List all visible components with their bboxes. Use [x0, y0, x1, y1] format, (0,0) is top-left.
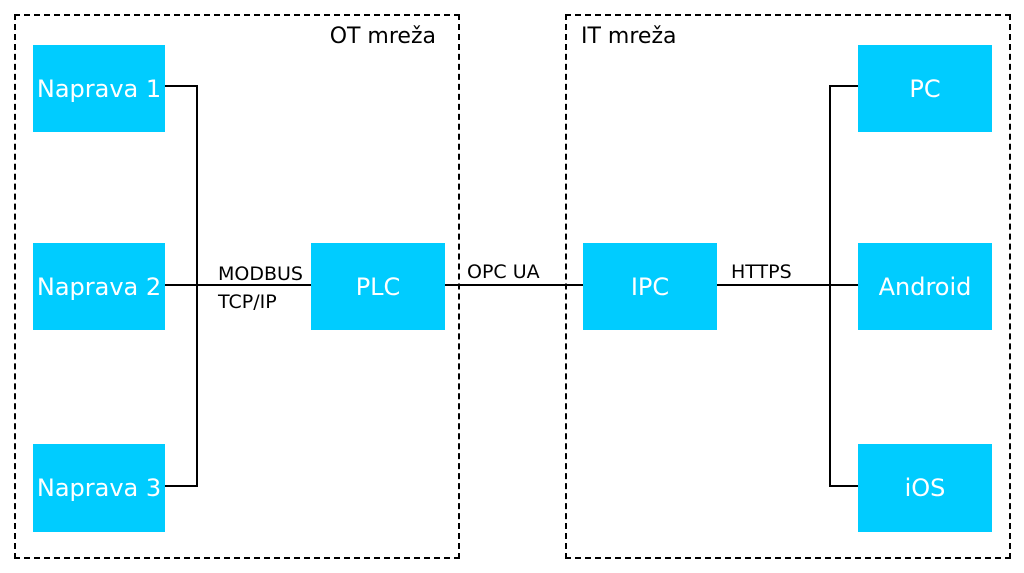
plc-node: PLC — [311, 243, 445, 330]
android-node: Android — [858, 243, 992, 330]
device-node-naprava-2: Naprava 2 — [33, 243, 165, 330]
ot-network-zone: OT mreža — [14, 14, 460, 559]
tcp-ip-label: TCP/IP — [218, 291, 277, 313]
wire-it-bus-vertical — [829, 85, 831, 487]
wire-ipc-bus — [717, 284, 858, 286]
wire-naprava-2 — [165, 284, 311, 286]
device-node-naprava-1: Naprava 1 — [33, 45, 165, 132]
it-network-zone: IT mreža — [565, 14, 1011, 559]
https-label: HTTPS — [731, 261, 792, 283]
pc-node: PC — [858, 45, 992, 132]
wire-ot-bus-vertical — [196, 85, 198, 487]
device-node-naprava-3: Naprava 3 — [33, 444, 165, 532]
ios-node: iOS — [858, 444, 992, 532]
ipc-node: IPC — [583, 243, 717, 330]
modbus-label: MODBUS — [218, 263, 303, 285]
wire-naprava-1 — [165, 85, 198, 87]
it-network-label: IT mreža — [581, 24, 677, 49]
ot-network-label: OT mreža — [329, 24, 436, 49]
wire-plc-ipc — [445, 284, 583, 286]
opc-ua-label: OPC UA — [467, 261, 540, 283]
wire-ios — [829, 485, 858, 487]
wire-naprava-3 — [165, 485, 198, 487]
wire-pc — [829, 85, 858, 87]
